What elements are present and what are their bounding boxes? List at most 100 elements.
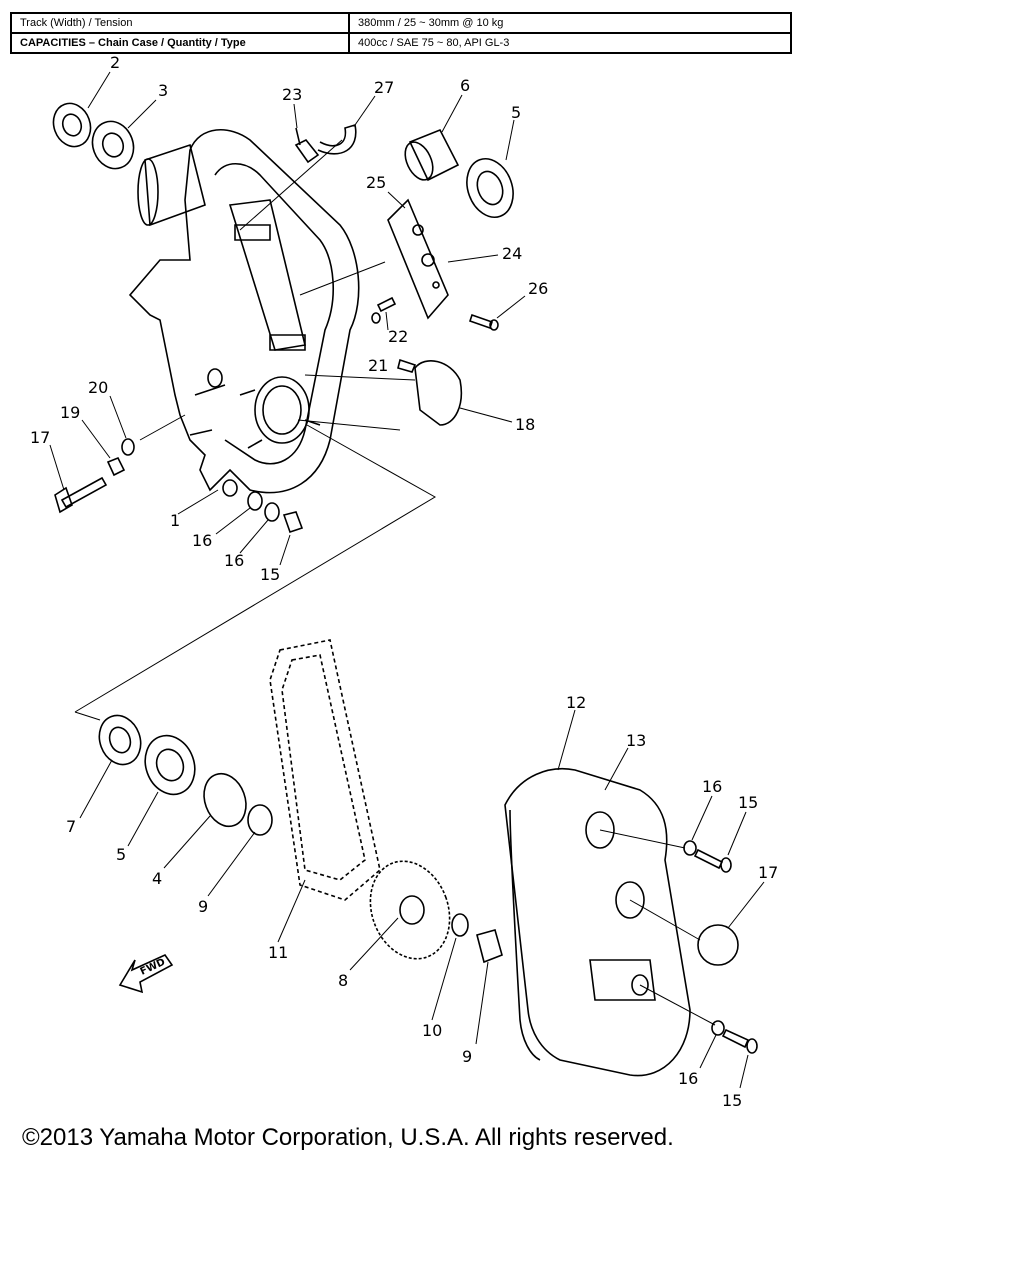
svg-text:4: 4: [152, 869, 162, 888]
callout-21: 19: [60, 403, 111, 459]
callout-27: 23: [282, 85, 302, 129]
svg-text:10: 10: [422, 1021, 442, 1040]
nut-22: [282, 511, 304, 534]
callout-10: 9: [462, 961, 489, 1066]
callout-11: 10: [422, 937, 457, 1040]
bolt-15-upper: [693, 848, 732, 873]
svg-text:15: 15: [738, 793, 758, 812]
washer-25: [371, 312, 381, 324]
fwd-arrow-icon: FWD: [118, 953, 174, 994]
callout-12: 11: [268, 879, 306, 962]
callout-15-lower: 15: [722, 1054, 749, 1110]
callout-labels: 2 3 23 27 6 5 25 24 26 22 21 18 20 19 17…: [30, 53, 778, 1110]
spec-table: Track (Width) / Tension 380mm / 25 ~ 30m…: [10, 12, 792, 54]
svg-text:15: 15: [722, 1091, 742, 1110]
svg-text:23: 23: [282, 85, 302, 104]
bearing-2: [52, 102, 92, 148]
washer-16-lower: [711, 1020, 725, 1036]
callout-7: 7: [66, 759, 113, 836]
callout-18: 18: [459, 407, 535, 434]
bolt-15-lower: [721, 1028, 758, 1054]
breather-fitting-27: [294, 127, 320, 164]
callout-31: 27: [354, 78, 394, 126]
svg-text:12: 12: [566, 693, 586, 712]
nut-21: [106, 456, 126, 477]
assembly-lines-lower: [74, 711, 716, 1026]
callout-17: 17: [727, 863, 778, 929]
chain-case-housing: [128, 129, 360, 497]
svg-text:20: 20: [88, 378, 108, 397]
callout-14: 13: [604, 731, 646, 791]
svg-text:15: 15: [260, 565, 280, 584]
exploded-parts-diagram: FWD 2 3 23 27 6 5 25 24 26: [30, 53, 778, 1110]
svg-text:16: 16: [192, 531, 212, 550]
spec-label: Track (Width) / Tension: [10, 12, 350, 34]
bolt-19: [54, 476, 108, 514]
callout-23: 16: [224, 519, 269, 570]
chain-case-cover: [504, 768, 691, 1077]
svg-text:18: 18: [515, 415, 535, 434]
callout-5-lower: 5: [116, 791, 159, 864]
callout-19: 17: [30, 428, 65, 491]
svg-text:13: 13: [626, 731, 646, 750]
circlip-4: [203, 772, 247, 828]
collar-9: [247, 804, 273, 836]
svg-text:25: 25: [366, 173, 386, 192]
svg-text:16: 16: [224, 551, 244, 570]
svg-text:22: 22: [388, 327, 408, 346]
callout-16-upper: 16: [691, 777, 722, 841]
svg-text:27: 27: [374, 78, 394, 97]
callout-16-lower: 16: [678, 1034, 717, 1088]
callout-26: 22: [385, 311, 408, 346]
nut-10: [476, 929, 503, 964]
svg-text:16: 16: [702, 777, 722, 796]
svg-text:26: 26: [528, 279, 548, 298]
callout-5-upper: 5: [505, 103, 521, 161]
spec-value: 400cc / SAE 75 ~ 80, API GL-3: [348, 32, 792, 54]
callout-1: 1: [170, 489, 219, 530]
callout-9: 9: [198, 831, 256, 916]
svg-text:3: 3: [158, 81, 168, 100]
tensioner-block-18: [397, 358, 462, 426]
callout-25: 21: [368, 356, 388, 375]
svg-text:21: 21: [368, 356, 388, 375]
svg-text:17: 17: [758, 863, 778, 882]
washer-24: [247, 491, 263, 511]
callout-20: 20: [88, 378, 127, 439]
washer-11: [451, 913, 469, 937]
adjuster-plate-29-28: [387, 198, 449, 320]
washer-20: [121, 438, 135, 456]
sprocket-8: [369, 860, 451, 960]
svg-text:1: 1: [170, 511, 180, 530]
washer-23: [264, 502, 280, 522]
spec-row-track: Track (Width) / Tension 380mm / 25 ~ 30m…: [10, 12, 792, 34]
svg-text:8: 8: [338, 971, 348, 990]
svg-text:19: 19: [60, 403, 80, 422]
svg-text:5: 5: [116, 845, 126, 864]
svg-text:9: 9: [198, 897, 208, 916]
washer-16-upper: [683, 840, 697, 856]
callout-22: 15: [260, 534, 291, 584]
callout-28: 24: [447, 244, 522, 263]
svg-text:6: 6: [460, 76, 470, 95]
spec-row-capacities: CAPACITIES – Chain Case / Quantity / Typ…: [10, 32, 792, 54]
svg-text:11: 11: [268, 943, 288, 962]
copyright-notice: ©2013 Yamaha Motor Corporation, U.S.A. A…: [22, 1124, 674, 1151]
callout-8: 8: [338, 917, 399, 990]
bearing-3: [91, 120, 135, 170]
bearing-5-lower: [144, 734, 196, 796]
breather-hose-31: [317, 123, 357, 155]
svg-text:24: 24: [502, 244, 522, 263]
spec-label: CAPACITIES – Chain Case / Quantity / Typ…: [10, 32, 350, 54]
svg-text:16: 16: [678, 1069, 698, 1088]
callout-30: 26: [496, 279, 548, 319]
svg-text:9: 9: [462, 1047, 472, 1066]
collar-6: [404, 128, 460, 182]
callout-3: 3: [127, 81, 168, 129]
svg-text:5: 5: [511, 103, 521, 122]
bearing-7: [98, 714, 142, 766]
assembly-lines-upper: [74, 139, 436, 713]
svg-text:2: 2: [110, 53, 120, 72]
callout-13: 12: [557, 693, 586, 771]
drive-chain-12: [269, 639, 381, 901]
